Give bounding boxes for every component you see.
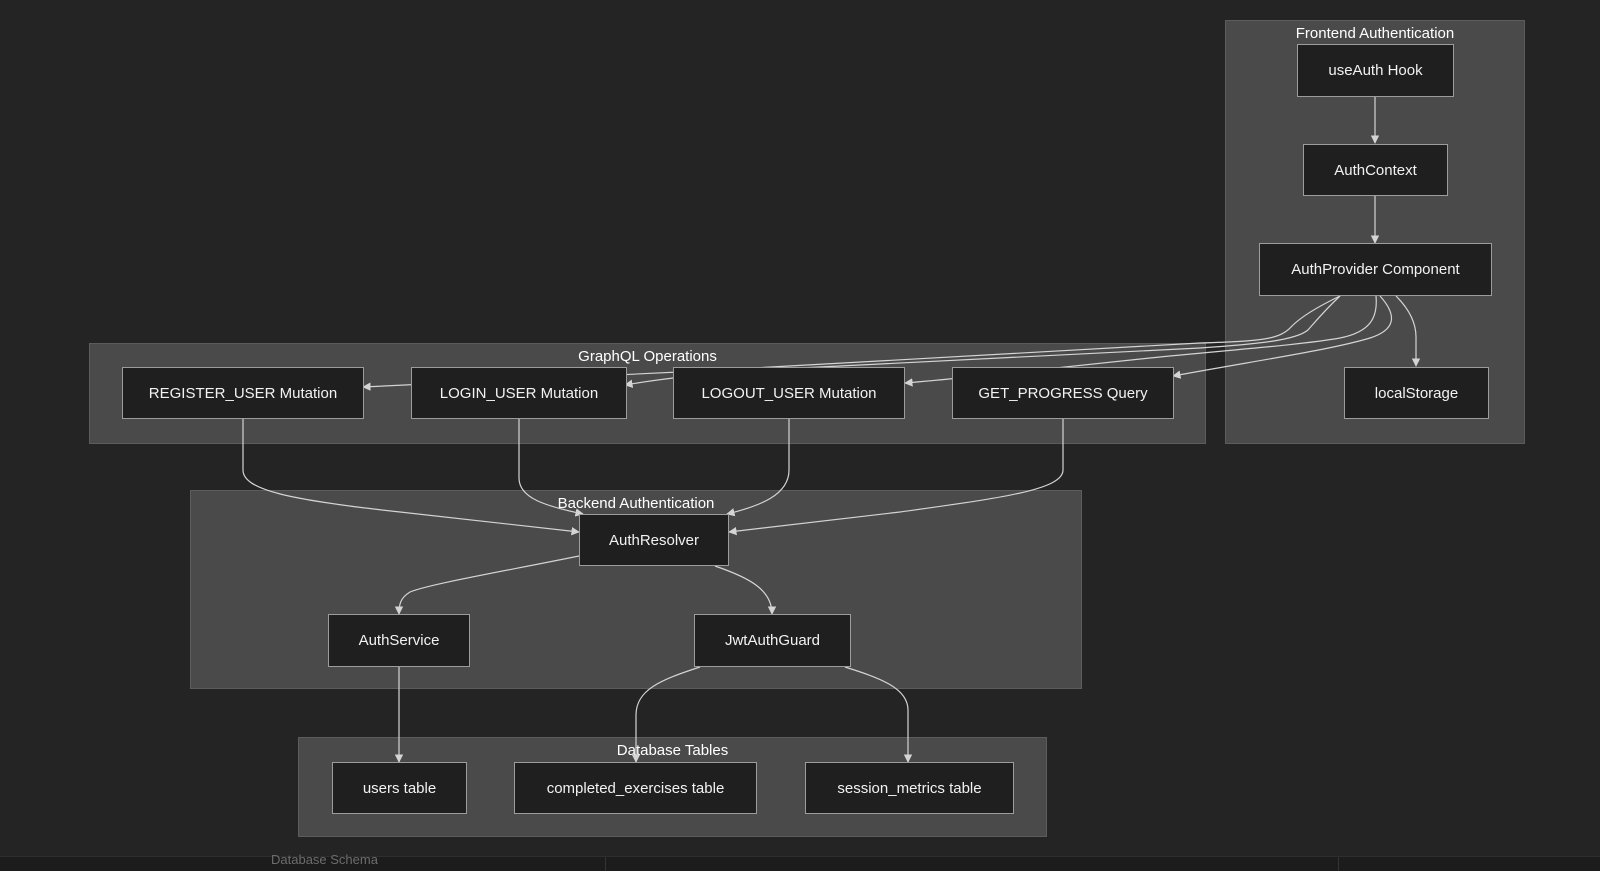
node-users-table[interactable]: users table <box>332 762 467 814</box>
node-label-login-user: LOGIN_USER Mutation <box>439 384 599 402</box>
node-label-auth-provider: AuthProvider Component <box>1291 261 1460 278</box>
node-jwt-auth-guard[interactable]: JwtAuthGuard <box>694 614 851 667</box>
node-label-completed-exercises: completed_exercises table <box>546 779 725 797</box>
node-label-auth-service: AuthService <box>358 632 440 649</box>
node-label-get-progress: GET_PROGRESS Query <box>978 384 1148 402</box>
node-register-user-mutation[interactable]: REGISTER_USER Mutation <box>122 367 364 419</box>
node-label-auth-resolver: AuthResolver <box>608 531 700 549</box>
node-label-local-storage: localStorage <box>1374 384 1459 402</box>
tab-separator <box>605 857 606 871</box>
node-auth-resolver[interactable]: AuthResolver <box>579 514 729 566</box>
node-label-users-table: users table <box>362 779 437 797</box>
node-label-session-metrics: session_metrics table <box>837 779 982 797</box>
node-auth-context[interactable]: AuthContext <box>1303 144 1448 196</box>
node-auth-provider-component[interactable]: AuthProvider Component <box>1259 243 1492 296</box>
cluster-title-database: Database Tables <box>616 742 729 759</box>
footer-tab-label[interactable]: Database Schema <box>271 852 378 867</box>
node-label-auth-context: AuthContext <box>1334 161 1417 179</box>
node-label-logout-user: LOGOUT_USER Mutation <box>701 384 877 402</box>
node-session-metrics-table[interactable]: session_metrics table <box>805 762 1014 814</box>
node-login-user-mutation[interactable]: LOGIN_USER Mutation <box>411 367 627 419</box>
node-use-auth-hook[interactable]: useAuth Hook <box>1297 44 1454 97</box>
node-logout-user-mutation[interactable]: LOGOUT_USER Mutation <box>673 367 905 419</box>
tab-separator <box>1338 857 1339 871</box>
node-label-jwt-auth-guard: JwtAuthGuard <box>724 632 821 649</box>
node-auth-service[interactable]: AuthService <box>328 614 470 667</box>
cluster-title-frontend: Frontend Authentication <box>1295 25 1455 42</box>
bottom-tab-strip <box>0 856 1600 871</box>
node-local-storage[interactable]: localStorage <box>1344 367 1489 419</box>
node-completed-exercises-table[interactable]: completed_exercises table <box>514 762 757 814</box>
node-label-register-user: REGISTER_USER Mutation <box>148 384 338 402</box>
node-label-use-auth-hook: useAuth Hook <box>1328 62 1423 79</box>
cluster-title-backend: Backend Authentication <box>557 495 715 512</box>
node-get-progress-query[interactable]: GET_PROGRESS Query <box>952 367 1174 419</box>
cluster-title-graphql: GraphQL Operations <box>578 348 717 365</box>
